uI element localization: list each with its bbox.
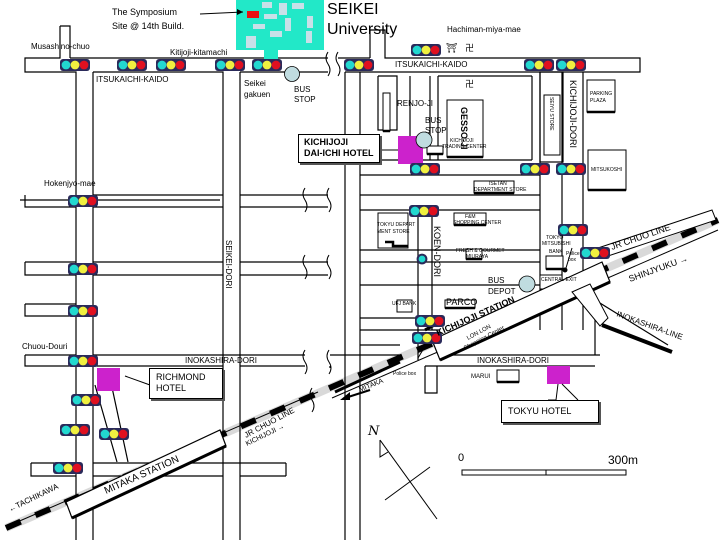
intersection-hokenjyo-mae: Hokenjyo-mae [44, 179, 96, 188]
richmond-hotel-line2: HOTEL [156, 383, 187, 394]
landmark-central-exit: CENTRAL EXIT [541, 277, 577, 283]
richmond-pointer [124, 374, 151, 386]
inokashira-line-label: INOKASHIRA-LINE [615, 309, 684, 341]
richmond-hotel-line1: RICHMOND [156, 372, 206, 382]
callout-tokyu-hotel: TOKYU HOTEL [501, 400, 599, 424]
landmark-tokyu-dept-2: MENT STORE [377, 229, 410, 235]
landmark-police-box-2: box [568, 257, 577, 263]
symposium-label-1: The Symposium [112, 7, 178, 17]
intersection-chuou-douri: Chuou-Douri [22, 342, 68, 351]
intersection-hachiman-miya-mae: Hachiman-miya-mae [447, 25, 521, 34]
daiichi-hotel-line1: KICHIJOJI [304, 137, 349, 147]
mitaka-station-block [65, 429, 227, 520]
hotel-marker-tokyu [547, 366, 570, 384]
landmark-kichijoji-trading-1: KICHIJOJI [450, 138, 474, 144]
bus-depot-label-b: DEPOT [488, 287, 516, 296]
landmark-renjo-ji: RENJO-JI [397, 99, 433, 108]
seikei-gakuen-label-2: gakuen [244, 90, 271, 99]
intersection-kitijoji-kitamachi: Kitijoji-kitamachi [170, 48, 228, 57]
bus-depot-label-a: BUS [488, 276, 505, 285]
seikei-gakuen-label-1: Seikei [244, 79, 266, 88]
scale-end-label: 300m [608, 453, 639, 467]
intersection-musashino-chuo: Musashino-chuo [31, 42, 90, 51]
temple-icon: 卍 [465, 43, 475, 53]
landmark-parco: PARCO [446, 297, 478, 307]
road-itsukaichi-kaido-east: ITSUKAICHI-KAIDO [395, 60, 468, 69]
road-koen-dori: KOEN-DORI [432, 226, 442, 278]
landmark-fresh-gourmet-1: FRESH & GOURMET [456, 248, 505, 254]
compass-north-label: N [368, 424, 380, 439]
landmark-fm-2: SHOPPING CENTER [453, 220, 502, 226]
mitaka-station-label: MITAKA STATION [103, 454, 181, 497]
university-label-1: SEIKEI [327, 1, 379, 18]
symposium-label-2: Site @ 14th Build. [112, 21, 185, 31]
bus-depot [518, 275, 536, 293]
landmark-tokyo-mitsubishi-1: TOKYO [546, 235, 564, 241]
road-seikei-dori: SEIKEI-DORI [224, 240, 233, 289]
scale-bar [461, 469, 627, 476]
landmark-tokyo-mitsubishi-3: BANK [549, 249, 563, 255]
landmark-fm-1: F&M [465, 214, 476, 220]
callout-richmond-hotel: RICHMOND HOTEL [149, 368, 223, 399]
landmark-seiyu-store: SEIYU STORE [548, 97, 554, 131]
landmark-tokyu-dept-1: TOKYU DEPART [377, 222, 416, 228]
road-break-marks [302, 51, 341, 413]
compass-rose [379, 439, 438, 520]
tokyu-pointer [548, 383, 559, 401]
road-kichijoji-dori: KICHIJOJI-DORI [568, 80, 578, 149]
landmark-parking-plaza-1: PARKING [590, 91, 613, 97]
hotel-marker-richmond [97, 368, 120, 391]
landmark-marui: MARUI [471, 374, 491, 380]
police-box-pointers [417, 247, 573, 359]
seikei-campus [199, 0, 324, 60]
daiichi-hotel-line2: DAI-ICHI HOTEL [304, 148, 374, 159]
landmark-isetan-1: ISETAN [489, 181, 507, 187]
landmark-fresh-gourmet-2: MIURAYA [466, 254, 489, 260]
bus-stop-label-1a: BUS [294, 85, 311, 94]
landmark-gesso-ji: GESSO-JI [459, 107, 469, 150]
bus-stop-label-1b: STOP [294, 95, 316, 104]
tokyu-hotel-label: TOKYU HOTEL [508, 406, 572, 416]
landmark-mitsukoshi: MITSUKOSHI [591, 167, 623, 173]
landmark-isetan-2: DEPARTMENT STORE [474, 187, 527, 193]
callout-kichijoji-daiichi-hotel: KICHIJOJI DAI-ICHI HOTEL [298, 134, 380, 163]
shrine-icon: ⛩ [446, 43, 458, 53]
landmark-police-box-mitaka: Police box [393, 371, 417, 377]
landmark-tokyo-mitsubishi-2: MITSUBISHI [542, 241, 571, 247]
landmark-kichijoji-trading-2: TRADING CENTER [442, 144, 487, 150]
bus-stop-kichijoji [415, 131, 433, 149]
university-label-2: University [327, 21, 398, 38]
scale-start-label: 0 [458, 452, 465, 464]
temple-icon-2: 卍 [465, 79, 475, 89]
landmark-police-box-1: Police [566, 251, 580, 257]
building-shadows [383, 110, 626, 384]
signal-stub [416, 253, 428, 265]
road-inokashira-dori-west: INOKASHIRA-DORI [185, 356, 258, 365]
bus-stop-label-2b: STOP [425, 126, 447, 135]
landmark-ufj-bank: UFJ BANK [392, 301, 417, 307]
bus-stop-label-2a: BUS [425, 116, 442, 125]
landmark-parking-plaza-2: PLAZA [590, 98, 606, 104]
road-inokashira-dori-east: INOKASHIRA-DORI [477, 356, 550, 365]
road-itsukaichi-kaido-west: ITSUKAICHI-KAIDO [96, 75, 169, 84]
inokashira-line [571, 283, 673, 354]
symposium-building [247, 11, 259, 18]
bus-stop-seikei [284, 66, 300, 82]
